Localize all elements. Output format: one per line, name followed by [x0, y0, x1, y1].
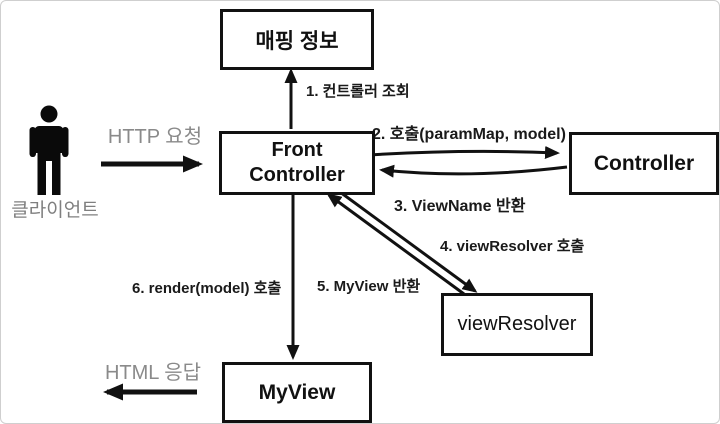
http-request-label: HTTP 요청	[107, 126, 203, 148]
step5-label: 5. MyView 반환	[317, 278, 421, 295]
mapping-info-label: 매핑 정보	[255, 29, 339, 53]
step1-label: 1. 컨트롤러 조회	[306, 83, 410, 100]
step3-arrow	[379, 164, 568, 178]
my-view-box: MyView	[222, 362, 372, 423]
step5-arrow	[326, 193, 465, 296]
step3-label: 3. ViewName 반환	[394, 198, 526, 215]
step4-arrow	[339, 190, 478, 293]
my-view-label: MyView	[258, 380, 336, 404]
step4-label: 4. viewResolver 호출	[440, 238, 585, 255]
html-response-label: HTML 응답	[104, 362, 202, 384]
controller-label: Controller	[593, 151, 695, 175]
step6-label: 6. render(model) 호출	[132, 280, 282, 297]
step2-arrow	[368, 145, 560, 159]
client-person-icon	[29, 105, 69, 195]
front-controller-box: Front Controller	[219, 131, 375, 195]
controller-box: Controller	[569, 132, 719, 195]
front-controller-label-line1: Front	[271, 139, 323, 161]
mapping-info-box: 매핑 정보	[220, 9, 374, 70]
step2-label: 2. 호출(paramMap, model)	[372, 126, 566, 143]
view-resolver-label: viewResolver	[457, 313, 577, 335]
front-controller-label-line2: Controller	[249, 164, 345, 186]
client-label: 클라이언트	[11, 200, 99, 221]
view-resolver-box: viewResolver	[441, 293, 593, 356]
